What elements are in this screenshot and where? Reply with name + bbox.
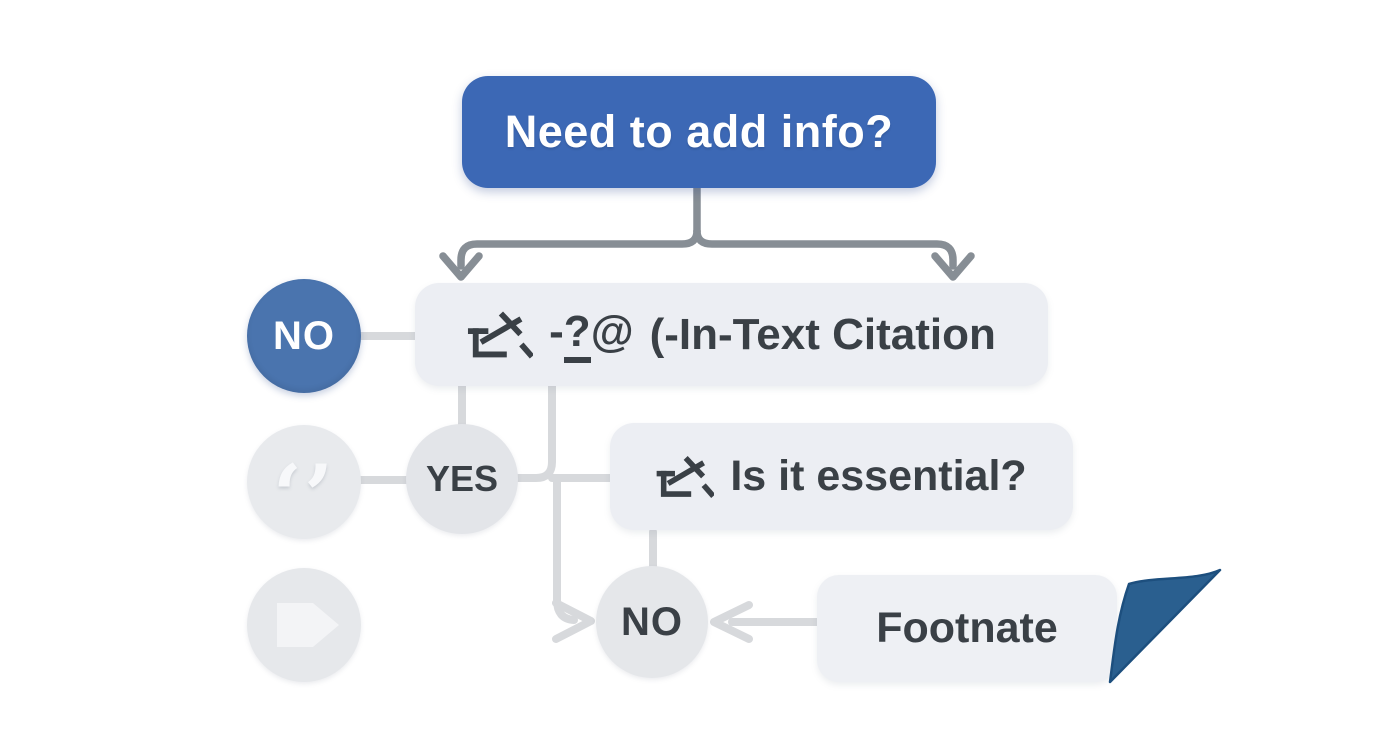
no-result-circle: NO [596, 566, 708, 678]
arrowhead-down-left [439, 252, 483, 281]
in-text-citation-box: - ? @ (-In-Text Citation [415, 283, 1048, 386]
essential-question-label: Is it essential? [730, 452, 1027, 500]
arrowhead-left-into-no [710, 601, 753, 643]
prefix-at: @ [590, 306, 634, 356]
prefix-question: ? [563, 307, 591, 363]
no-result-label: NO [621, 599, 683, 644]
root-question-box: Need to add info? [462, 76, 936, 188]
essential-question-box: Is it essential? [610, 423, 1073, 530]
forward-arrow-icon [277, 603, 339, 647]
page-fold-icon [1108, 568, 1222, 684]
prefix-dash: - [549, 306, 564, 356]
root-question-label: Need to add info? [504, 106, 894, 157]
footnote-label: Footnate [876, 604, 1058, 652]
yes-label: YES [425, 458, 499, 499]
checklist-glyph-icon [656, 455, 715, 498]
garbled-prefix: - ? @ [549, 306, 634, 363]
no-branch-circle: NO [247, 279, 361, 393]
yes-circle: YES [406, 424, 518, 534]
quote-circle: ‘’ [247, 425, 361, 539]
no-branch-label: NO [273, 313, 335, 358]
arrowhead-down-right [931, 252, 975, 281]
root-branch-connector [439, 184, 975, 281]
quotation-marks-icon: ‘’ [272, 446, 336, 545]
junction-to-no-line [553, 478, 578, 624]
citation-to-junction-line [513, 382, 556, 482]
footnote-box: Footnate [817, 568, 1222, 684]
checklist-glyph-icon [468, 310, 534, 359]
forward-circle [247, 568, 361, 682]
in-text-citation-label: (-In-Text Citation [649, 309, 996, 359]
arrowhead-right-into-no [552, 599, 595, 643]
